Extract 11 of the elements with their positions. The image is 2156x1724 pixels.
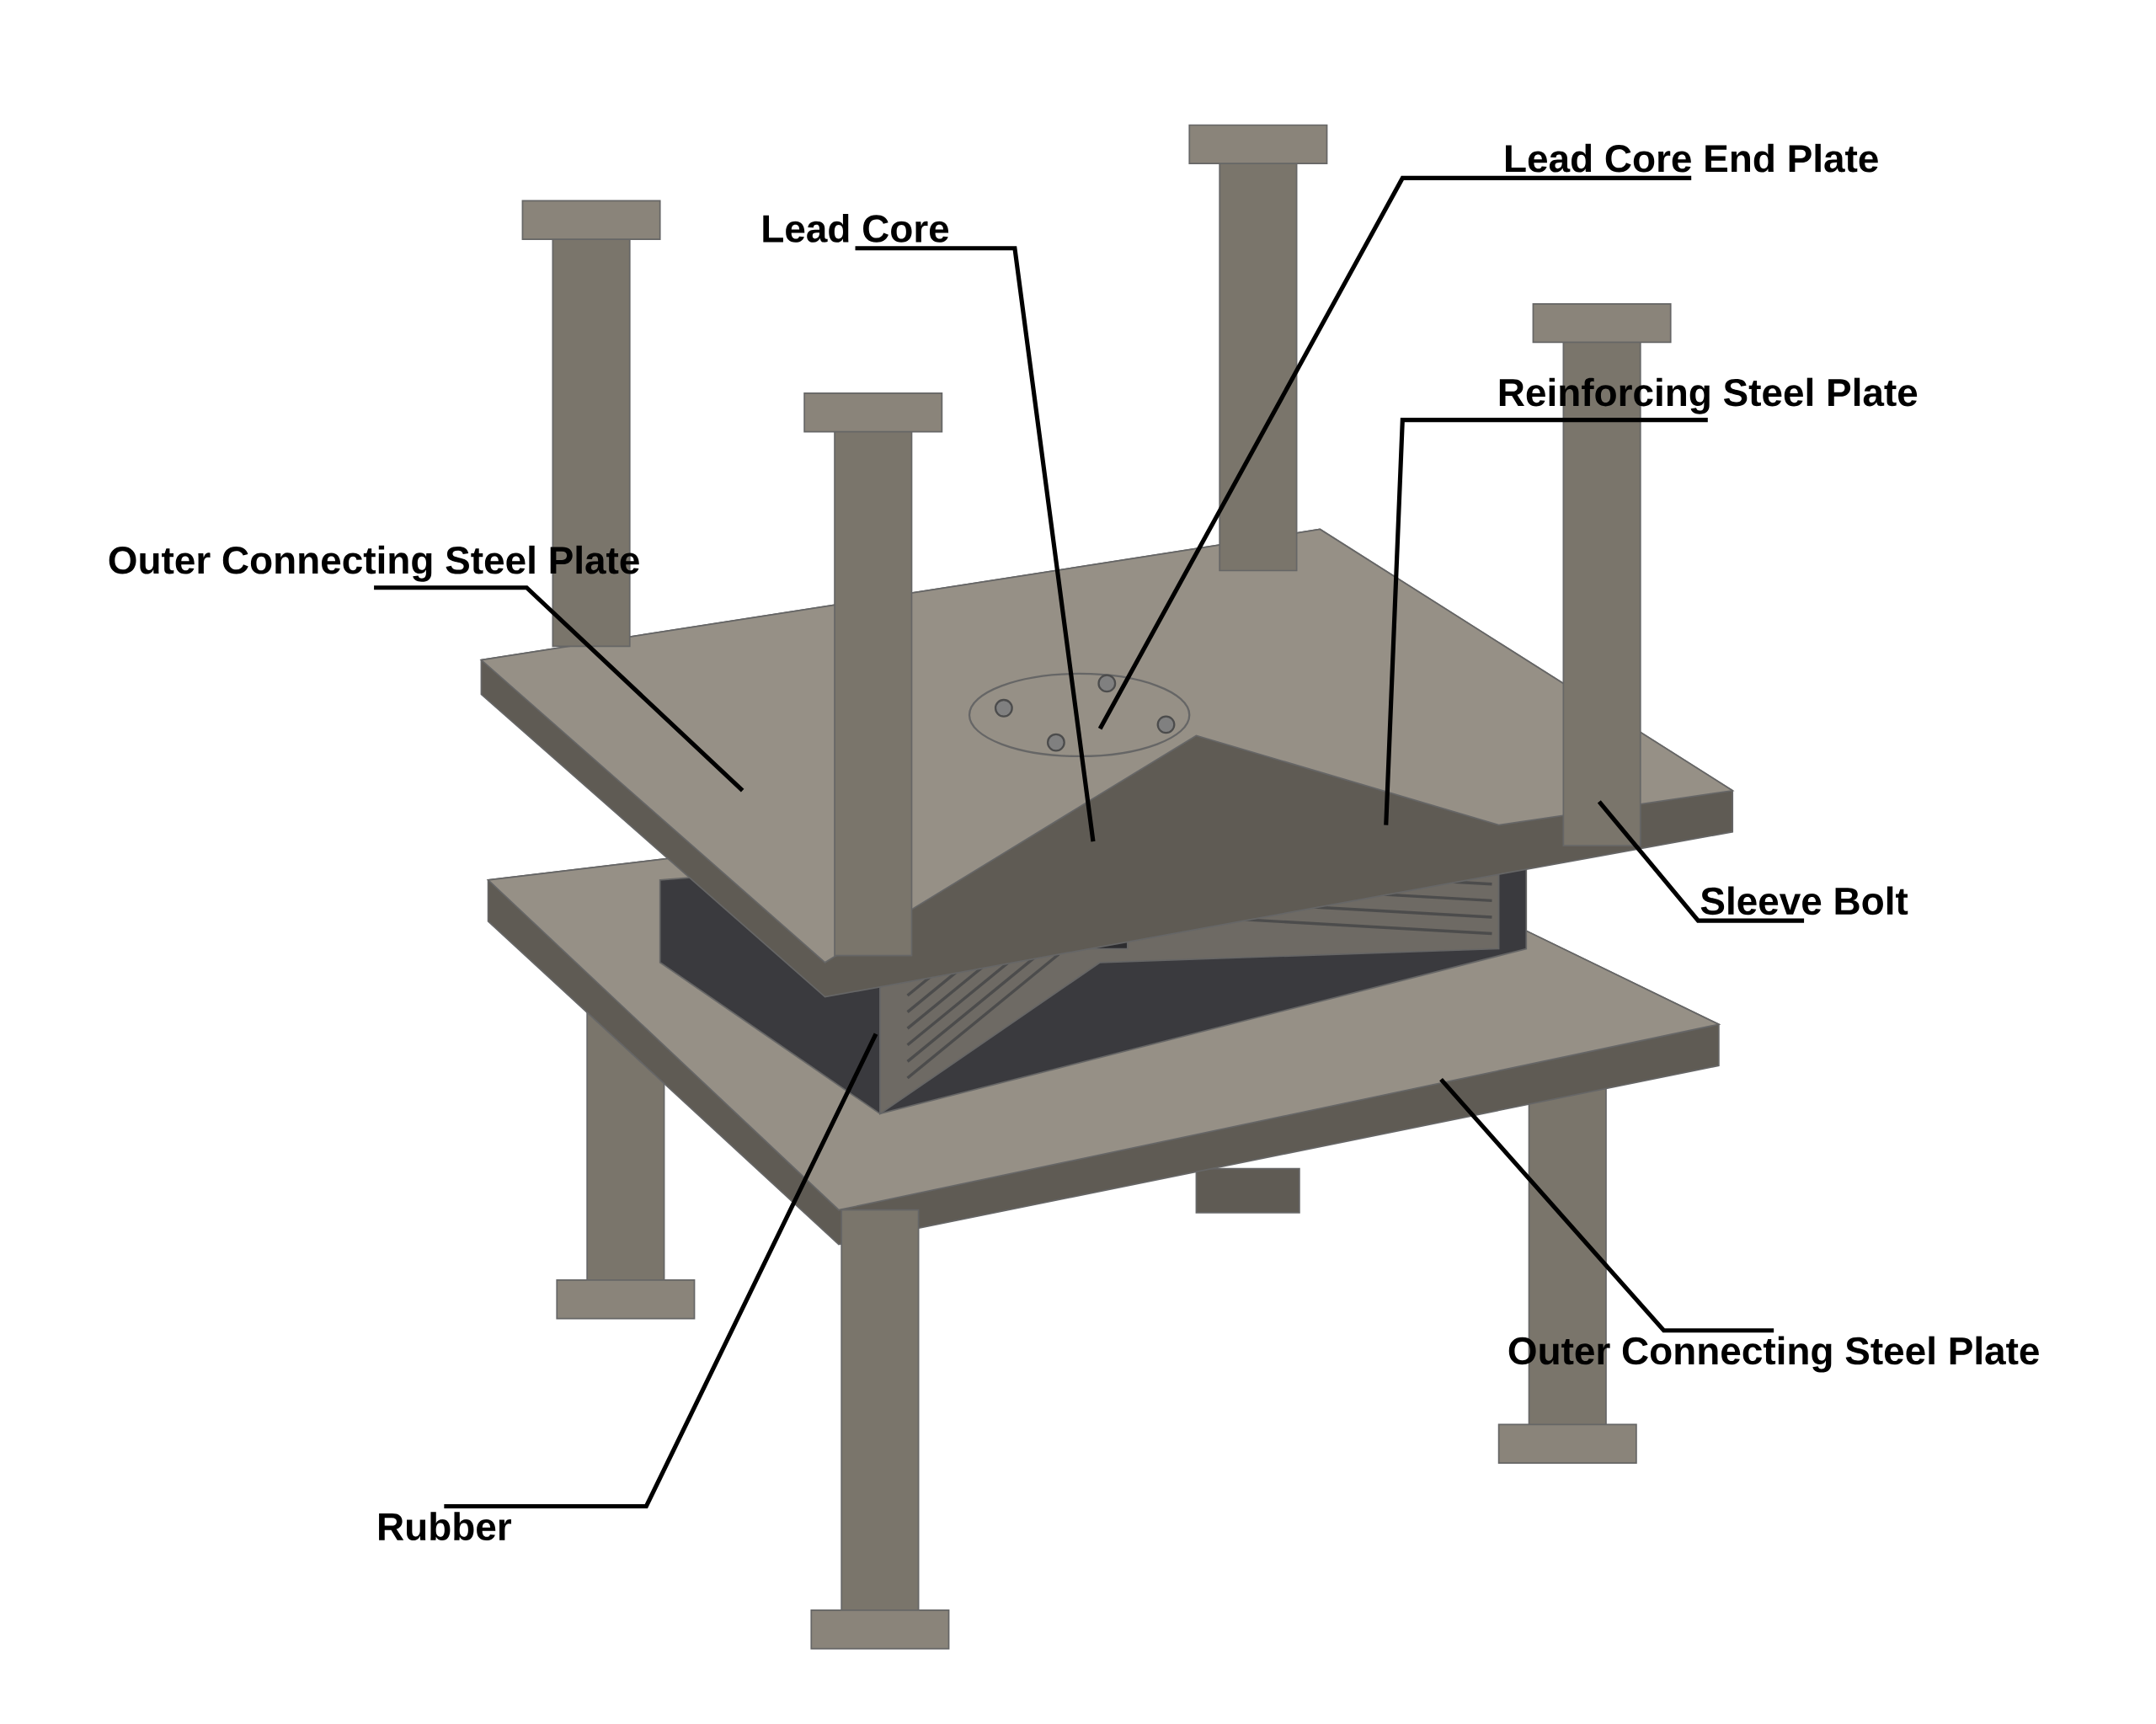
part-label: Lead Core (763, 213, 949, 243)
leader-line (1384, 417, 1708, 825)
leader-line (1097, 175, 1692, 730)
part-label: Rubber (379, 1512, 511, 1540)
leader-line (444, 1033, 878, 1508)
leader-line (1439, 1077, 1774, 1333)
leader-line (1597, 800, 1805, 923)
part-label: Sleeve Bolt (1700, 886, 1908, 915)
part-label: Lead Core End Plate (1506, 143, 1878, 173)
leader-line (374, 585, 744, 793)
leader-line (855, 245, 1096, 842)
